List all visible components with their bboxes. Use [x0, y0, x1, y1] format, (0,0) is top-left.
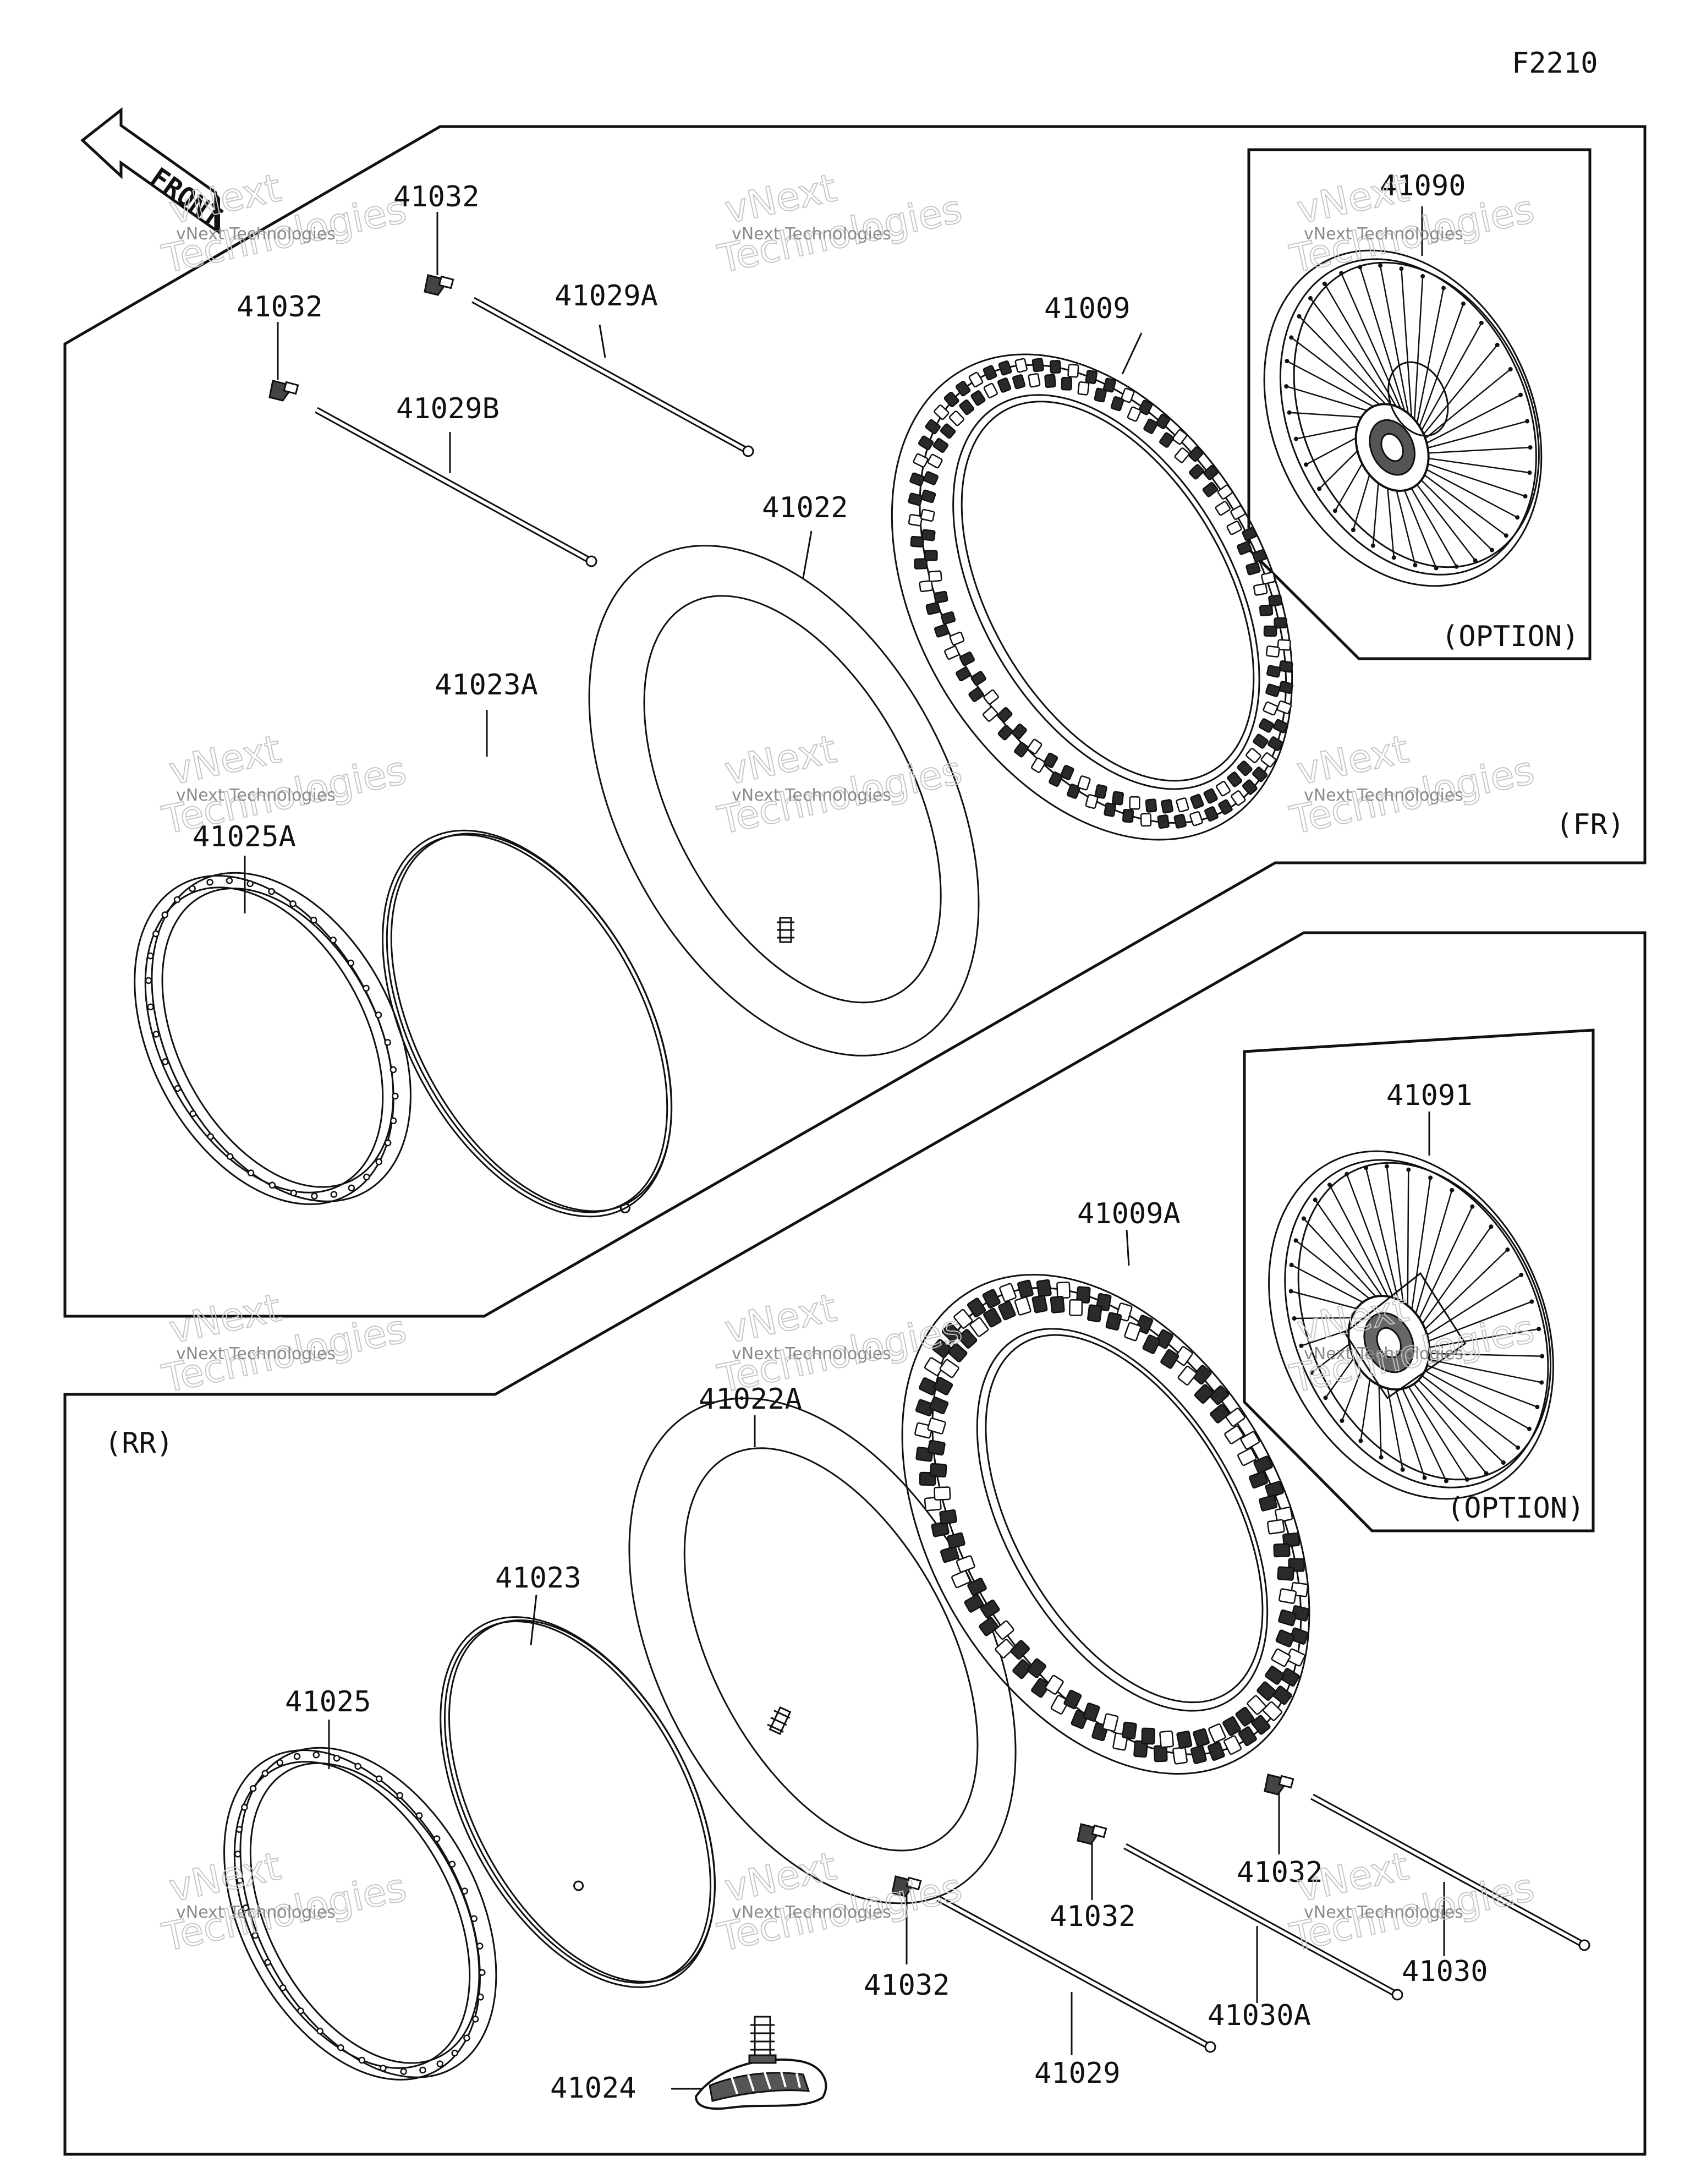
label-41009: 41009 — [1044, 292, 1131, 325]
label-41024: 41024 — [550, 2072, 637, 2105]
svg-text:vNext Technologies: vNext Technologies — [1304, 786, 1463, 805]
svg-text:vNext Technologies: vNext Technologies — [1304, 1344, 1463, 1364]
spoke-nipple-icon — [1077, 1823, 1107, 1845]
label-41022a: 41022A — [699, 1383, 802, 1416]
figure-code: F2210 — [1512, 47, 1598, 80]
spoke-41030a — [1123, 1843, 1403, 2001]
rear-tire — [901, 1273, 1310, 1775]
rear-section-label: (RR) — [105, 1427, 173, 1460]
front-option-box — [1247, 148, 1592, 660]
rear-option-label: (OPTION) — [1447, 1492, 1584, 1525]
svg-text:vNext Technologies: vNext Technologies — [732, 225, 891, 244]
spoke-41029a — [471, 297, 754, 457]
svg-text:vNext Technologies: vNext Technologies — [1304, 1903, 1463, 1922]
spoke-nipple-icon — [1264, 1774, 1294, 1796]
spoke-41029b — [315, 407, 597, 567]
front-tire — [891, 353, 1294, 841]
label-41025: 41025 — [285, 1685, 371, 1718]
label-41023: 41023 — [495, 1562, 581, 1595]
label-41030a: 41030A — [1208, 1999, 1311, 2032]
rear-rim — [223, 1747, 497, 2081]
front-rim-band — [382, 829, 673, 1218]
label-41022: 41022 — [762, 491, 848, 524]
front-section-frame — [63, 125, 1647, 1318]
front-option-label: (OPTION) — [1441, 620, 1579, 653]
front-option-wheel — [1263, 249, 1543, 587]
spoke-41029 — [936, 1895, 1216, 2053]
label-41091: 41091 — [1386, 1079, 1473, 1112]
label-41029a: 41029A — [555, 280, 658, 313]
label-41032: 41032 — [237, 291, 323, 324]
label-41030: 41030 — [1402, 1955, 1488, 1988]
rear-section-frame — [63, 931, 1647, 2156]
label-41025a: 41025A — [193, 820, 296, 853]
svg-text:vNext Technologies: vNext Technologies — [176, 225, 336, 244]
svg-text:vNext Technologies: vNext Technologies — [176, 1344, 336, 1364]
label-41032: 41032 — [864, 1969, 950, 2002]
svg-text:vNext Technologies: vNext Technologies — [176, 1903, 336, 1922]
spoke-nipple-icon — [891, 1875, 922, 1897]
svg-text:vNext Technologies: vNext Technologies — [732, 1344, 891, 1364]
spoke-nipple-icon — [424, 274, 454, 296]
label-41023a: 41023A — [435, 669, 538, 702]
svg-text:vNext Technologies: vNext Technologies — [1304, 225, 1463, 244]
label-41090: 41090 — [1380, 169, 1466, 202]
svg-text:vNext Technologies: vNext Technologies — [732, 1903, 891, 1922]
front-rim — [134, 872, 411, 1205]
front-section-label: (FR) — [1556, 808, 1625, 841]
label-41029b: 41029B — [396, 392, 500, 425]
valve-stem-icon — [777, 917, 794, 943]
spoke-41030 — [1310, 1793, 1590, 1951]
label-41032: 41032 — [1050, 1900, 1136, 1933]
svg-text:vNext Technologies: vNext Technologies — [176, 786, 336, 805]
label-41029: 41029 — [1034, 2057, 1121, 2090]
front-inner-tube — [588, 545, 980, 1057]
rear-option-wheel — [1268, 1150, 1554, 1500]
rear-rim-band — [440, 1616, 716, 1988]
label-41009a: 41009A — [1077, 1197, 1181, 1230]
rim-lock — [694, 2016, 827, 2110]
spoke-nipple-icon — [268, 380, 299, 402]
rear-option-box — [1243, 1028, 1595, 1532]
valve-stem-icon — [767, 1706, 792, 1736]
label-41032: 41032 — [393, 180, 480, 214]
svg-text:vNext Technologies: vNext Technologies — [732, 786, 891, 805]
label-41032: 41032 — [1237, 1856, 1323, 1889]
